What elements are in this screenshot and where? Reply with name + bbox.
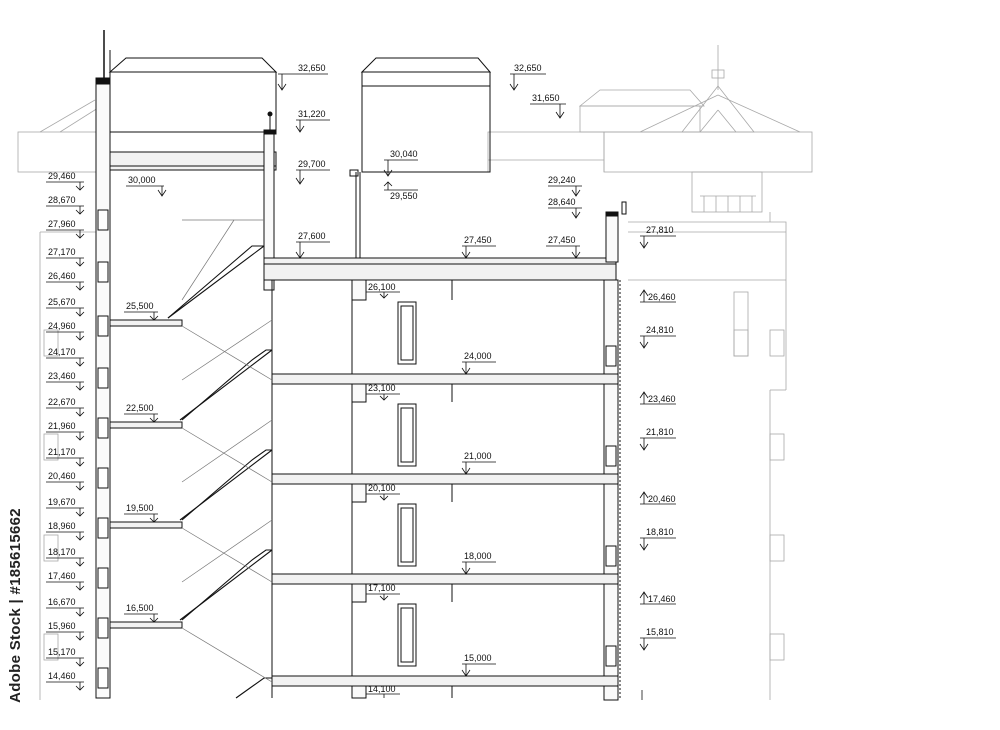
level-label: 23,460 bbox=[648, 394, 676, 404]
level-label: 19,500 bbox=[126, 503, 154, 513]
left-level-label: 16,670 bbox=[48, 597, 76, 607]
corridor-walls bbox=[351, 279, 453, 699]
level-label: 29,240 bbox=[548, 175, 576, 185]
level-label: 17,100 bbox=[368, 583, 396, 593]
left-level-label: 15,960 bbox=[48, 621, 76, 631]
left-level-label: 14,460 bbox=[48, 671, 76, 681]
roof-penthouses bbox=[103, 30, 627, 215]
level-label: 18,810 bbox=[646, 527, 674, 537]
level-label: 15,000 bbox=[464, 653, 492, 663]
left-level-label: 28,670 bbox=[48, 195, 76, 205]
left-level-label: 27,960 bbox=[48, 219, 76, 229]
level-label: 31,220 bbox=[298, 109, 326, 119]
level-label: 17,460 bbox=[648, 594, 676, 604]
left-level-label: 22,670 bbox=[48, 397, 76, 407]
stock-credit: Adobe Stock | #185615662 bbox=[4, 495, 26, 715]
level-label: 24,810 bbox=[646, 325, 674, 335]
level-label: 26,460 bbox=[648, 292, 676, 302]
left-level-label: 15,170 bbox=[48, 647, 76, 657]
level-label: 22,500 bbox=[126, 403, 154, 413]
left-level-label: 23,460 bbox=[48, 371, 76, 381]
level-label: 29,700 bbox=[298, 159, 326, 169]
left-level-label: 24,960 bbox=[48, 321, 76, 331]
background-facade bbox=[17, 45, 813, 700]
level-markers bbox=[124, 73, 676, 700]
level-label: 27,600 bbox=[298, 231, 326, 241]
level-label: 30,000 bbox=[128, 175, 156, 185]
level-label: 18,000 bbox=[464, 551, 492, 561]
level-label: 29,550 bbox=[390, 191, 418, 201]
level-label: 30,040 bbox=[390, 149, 418, 159]
level-label: 14,100 bbox=[368, 684, 396, 694]
left-level-label: 29,460 bbox=[48, 171, 76, 181]
level-label: 31,650 bbox=[532, 93, 560, 103]
left-level-label: 18,170 bbox=[48, 547, 76, 557]
left-level-label: 21,960 bbox=[48, 421, 76, 431]
level-label: 16,500 bbox=[126, 603, 154, 613]
left-level-label: 20,460 bbox=[48, 471, 76, 481]
left-level-label: 19,670 bbox=[48, 497, 76, 507]
building-structure bbox=[95, 77, 621, 701]
left-level-ticks bbox=[46, 181, 85, 691]
left-wall-sills bbox=[97, 209, 109, 689]
level-label: 32,650 bbox=[514, 63, 542, 73]
left-level-label: 21,170 bbox=[48, 447, 76, 457]
left-level-label: 24,170 bbox=[48, 347, 76, 357]
level-label: 21,810 bbox=[646, 427, 674, 437]
left-level-label: 27,170 bbox=[48, 247, 76, 257]
stair-flights bbox=[167, 219, 273, 699]
level-label: 15,810 bbox=[646, 627, 674, 637]
floor-slabs bbox=[109, 319, 619, 687]
level-label: 20,100 bbox=[368, 483, 396, 493]
left-level-label: 17,460 bbox=[48, 571, 76, 581]
level-label: 27,810 bbox=[646, 225, 674, 235]
level-label: 25,500 bbox=[126, 301, 154, 311]
left-level-label: 18,960 bbox=[48, 521, 76, 531]
left-level-labels: 29,460 28,670 27,960 27,170 26,460 25,67… bbox=[48, 171, 76, 681]
left-level-label: 25,670 bbox=[48, 297, 76, 307]
level-label: 32,650 bbox=[298, 63, 326, 73]
left-level-label: 26,460 bbox=[48, 271, 76, 281]
level-label: 28,640 bbox=[548, 197, 576, 207]
level-label: 27,450 bbox=[464, 235, 492, 245]
stock-credit-text: Adobe Stock | #185615662 bbox=[6, 507, 24, 703]
level-label: 27,450 bbox=[548, 235, 576, 245]
level-label: 23,100 bbox=[368, 383, 396, 393]
level-labels: 32,650 32,650 31,650 31,220 30,040 29,70… bbox=[126, 63, 676, 694]
level-label: 20,460 bbox=[648, 494, 676, 504]
level-label: 24,000 bbox=[464, 351, 492, 361]
level-label: 21,000 bbox=[464, 451, 492, 461]
level-label: 26,100 bbox=[368, 282, 396, 292]
